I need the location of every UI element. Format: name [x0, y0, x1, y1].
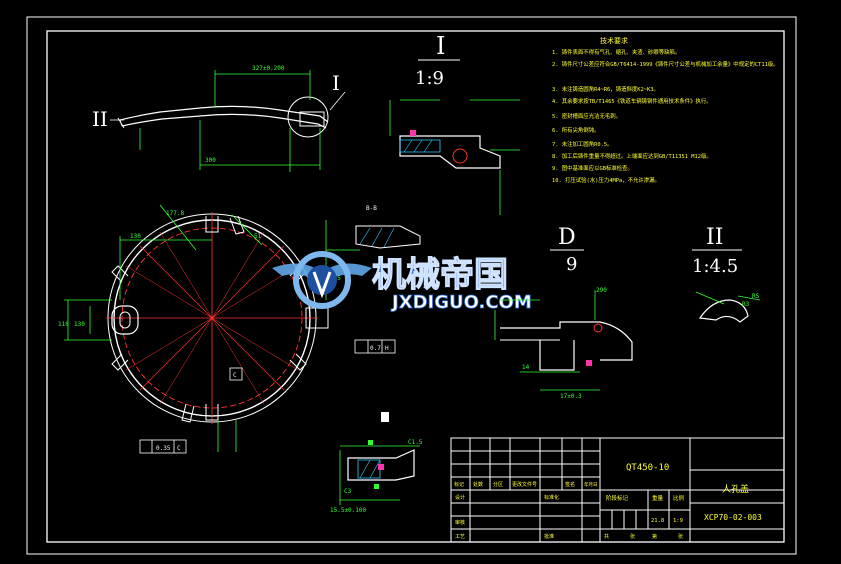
- sheet-header-2: 张: [678, 533, 683, 540]
- view-D-scale: 9: [566, 254, 577, 275]
- detail-mark-I: I: [332, 71, 340, 95]
- note-item: 8. 加工后铸件重量不得超过。上端面应达到GB/T11351 M12级。: [552, 152, 712, 160]
- total-header: 共: [604, 533, 609, 540]
- title-block-text: QT450-10 人孔盖 XCP70-02-003 21.8 1:9 阶段标记 …: [454, 463, 762, 540]
- detail-mark-II: II: [92, 107, 108, 131]
- view-II-scale: 1:4.5: [692, 256, 738, 277]
- dim-bottom: 300: [205, 157, 216, 164]
- process-header: 工艺: [455, 534, 465, 540]
- dim-left3: 130: [74, 321, 85, 328]
- view-D: D 9 290 14 17±0.3: [494, 225, 633, 400]
- tolerance-value-1: 0.7: [370, 345, 381, 352]
- dim-s3: 15.5±0.100: [330, 507, 367, 514]
- section-bb: B-B: [355, 205, 421, 249]
- mark-header: 标记: [454, 481, 464, 488]
- scale-value: 1:9: [673, 518, 683, 524]
- dim-d3: 17±0.3: [560, 393, 582, 400]
- drawing-number: XCP70-02-003: [704, 513, 762, 522]
- num-header: 第: [652, 533, 657, 540]
- watermark-logo: 机械帝国 JXDIGUO.COM: [272, 251, 532, 313]
- dim-ii-r3: R3: [742, 301, 750, 308]
- note-item: 9. 图中基准面应以GB标准检查。: [552, 164, 633, 172]
- note-item: 10. 打压试验(水)压力4MPa，不允许渗漏。: [552, 176, 660, 184]
- stage-header: 阶段标记: [606, 494, 629, 502]
- dim-s1: C1.5: [408, 439, 423, 446]
- dim-d1: 290: [596, 287, 607, 294]
- watermark-cn: 机械帝国: [372, 255, 508, 295]
- note-item: 7. 未注加工圆角R0.5。: [552, 140, 612, 148]
- tolerance-ref-1: H: [385, 345, 389, 352]
- material: QT450-10: [626, 463, 669, 473]
- outer-frame: [26, 16, 797, 555]
- section-bb-label: B-B: [366, 205, 377, 212]
- view-I-label: I: [436, 32, 445, 60]
- seal-section: C1.5 C3 15.5±0.100: [330, 412, 423, 514]
- notes-title: 技术要求: [600, 36, 628, 45]
- tolerance-value-2: 0.35: [156, 445, 171, 452]
- dim-ii-r5: R5: [752, 293, 760, 300]
- plan-view: 130 110 130 177.8 51 115 0.7 H 0.35 C C: [58, 204, 396, 454]
- dim-left1: 130: [130, 233, 141, 240]
- side-view: 327±0.200 300 I II: [92, 65, 346, 172]
- review-header: 审核: [455, 519, 465, 526]
- change-header: 更改文件号: [512, 481, 537, 488]
- design-header: 设计: [455, 494, 465, 501]
- note-item: 4. 其余要求按TB/T1465《铁道车辆铸钢件通用技术条件》执行。: [552, 97, 712, 105]
- scale-header: 比例: [673, 494, 685, 502]
- title-block: [450, 437, 785, 543]
- std-header: 标准化: [544, 494, 559, 501]
- note-item: 6. 所有尖角倒钝。: [552, 126, 599, 134]
- dim-diag2: 51: [254, 233, 262, 240]
- weight-value: 21.8: [651, 518, 664, 524]
- view-II: II 1:4.5 R5 R3: [692, 225, 761, 323]
- note-item: 1. 铸件表面不得有气孔、缩孔、夹渣、砂眼等缺陷。: [552, 48, 680, 56]
- zone-header: 分区: [493, 481, 503, 488]
- sign-header: 签名: [565, 481, 575, 488]
- datum-label: C: [233, 372, 237, 379]
- approve-header: 批准: [544, 533, 554, 540]
- note-item: 2. 铸件尺寸公差应符合GB/T6414-1999《铸件尺寸公差与机械加工余量》…: [552, 60, 779, 68]
- sheet-header: 张: [630, 533, 635, 540]
- technical-notes: 技术要求 1. 铸件表面不得有气孔、缩孔、夹渣、砂眼等缺陷。 2. 铸件尺寸公差…: [552, 36, 779, 184]
- dim-diag1: 177.8: [166, 210, 184, 217]
- view-II-label: II: [706, 225, 723, 250]
- view-I-scale: 1:9: [415, 68, 444, 89]
- weight-header: 重量: [652, 494, 664, 502]
- part-name: 人孔盖: [722, 483, 749, 495]
- date-header: 年月日: [584, 481, 598, 488]
- dim-d2: 14: [522, 364, 530, 371]
- view-D-label: D: [558, 225, 576, 250]
- inner-frame: [46, 30, 785, 543]
- note-item: 3. 未注铸造圆角R4~R6，铸造斜度K2~K3。: [552, 85, 659, 93]
- view-I: I 1:9: [389, 32, 520, 215]
- dim-s2: C3: [344, 488, 352, 495]
- dim-top: 327±0.200: [252, 65, 285, 72]
- watermark-en: JXDIGUO.COM: [390, 292, 532, 313]
- dim-left2: 110: [58, 321, 69, 328]
- tolerance-ref-2: C: [177, 445, 181, 452]
- count-header: 处数: [473, 481, 483, 488]
- note-item: 5. 密封槽面应光洁无毛刺。: [552, 112, 621, 120]
